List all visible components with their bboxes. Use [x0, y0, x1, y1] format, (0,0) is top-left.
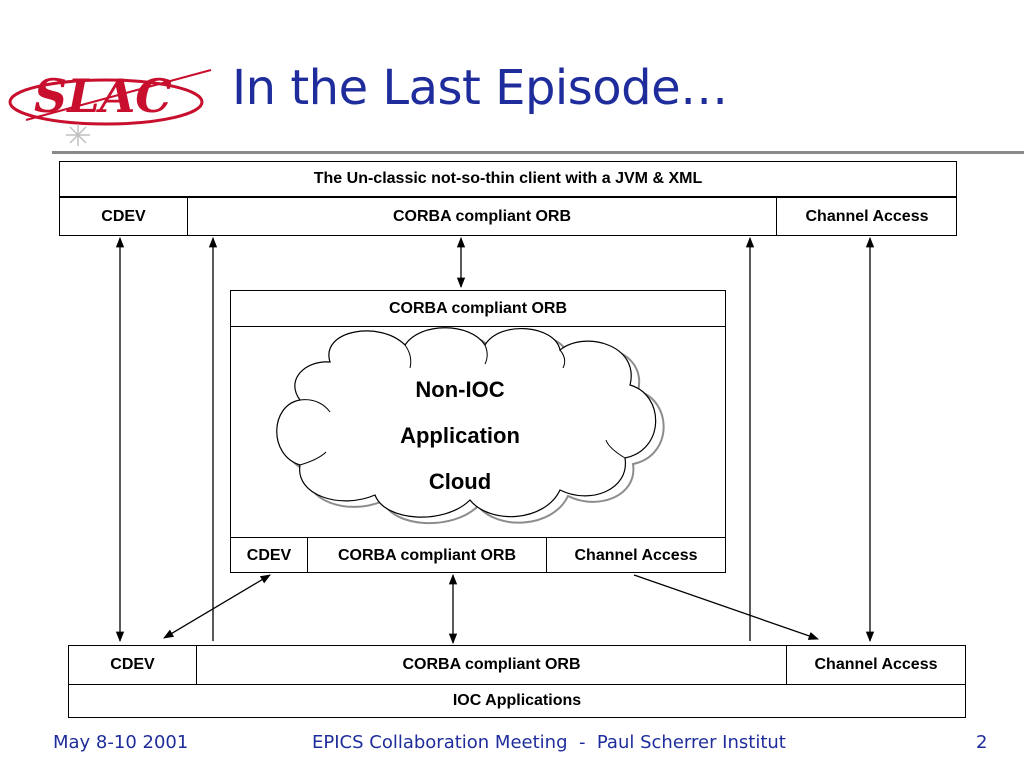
ioc-label: IOC Applications — [452, 692, 582, 709]
divider — [231, 537, 725, 538]
slac-logo-graphic: SLAC — [8, 69, 212, 146]
middle-orb-top-cell: CORBA compliant ORB — [388, 299, 568, 317]
arrow-middle-cdev-to-bottom-cdev — [163, 574, 271, 639]
cloud-line-3: Cloud — [428, 469, 492, 494]
divider — [307, 537, 308, 573]
bottom-cdev-cell: CDEV — [110, 656, 155, 673]
divider — [196, 646, 197, 684]
top-orb-cell: CORBA compliant ORB — [392, 207, 572, 225]
footer-date: May 8-10 2001 — [53, 732, 189, 753]
bottom-orb-cell: CORBA compliant ORB — [402, 656, 581, 673]
top-cdev-cell: CDEV — [101, 207, 146, 225]
bottom-ca-cell: Channel Access — [814, 656, 938, 673]
middle-cdev-cell: CDEV — [246, 546, 292, 564]
slac-logo: SLAC — [6, 62, 216, 152]
slide-title: In the Last Episode… — [232, 60, 728, 116]
middle-orb-cell: CORBA compliant ORB — [337, 546, 517, 564]
cloud-line-1: Non-IOC — [415, 377, 505, 402]
divider — [231, 326, 725, 327]
footer-page-number: 2 — [976, 732, 988, 753]
client-box: The Un-classic not-so-thin client with a… — [59, 161, 957, 197]
divider — [776, 198, 777, 235]
svg-text:SLAC: SLAC — [34, 69, 172, 123]
cloud-line-2: Application — [400, 423, 520, 448]
divider — [546, 537, 547, 573]
divider — [786, 646, 787, 684]
arrow-middle-ca-to-bottom-ca — [633, 574, 819, 640]
ioc-box: IOC Applications — [68, 684, 966, 718]
top-ca-cell: Channel Access — [805, 207, 929, 225]
divider — [187, 198, 188, 235]
top-protocol-row: CDEV CORBA compliant ORB Channel Access — [59, 197, 957, 236]
bottom-protocol-row: CDEV CORBA compliant ORB Channel Access — [68, 645, 966, 685]
footer-event: EPICS Collaboration Meeting - Paul Scher… — [312, 732, 786, 753]
title-divider — [52, 151, 1024, 154]
middle-ca-cell: Channel Access — [574, 546, 698, 564]
client-label: The Un-classic not-so-thin client with a… — [313, 170, 703, 187]
